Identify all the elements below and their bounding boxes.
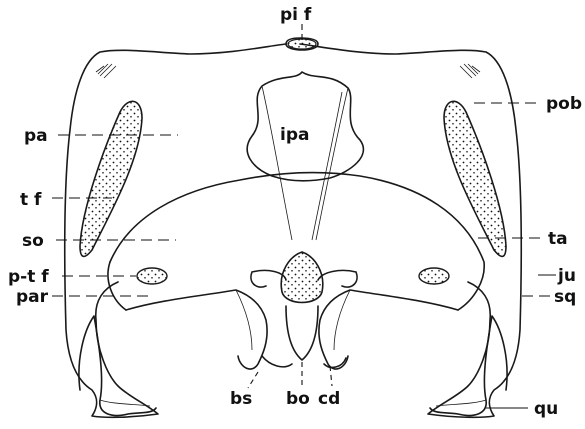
label-ipa: ipa: [280, 125, 309, 145]
quadrate-right: [430, 316, 507, 415]
label-pif: pi f: [280, 5, 312, 25]
paroccipital-left: [126, 290, 267, 369]
hatching-left: [96, 64, 116, 78]
label-cd: cd: [318, 389, 340, 409]
temporal-fossa-right: [444, 101, 506, 256]
label-par: par: [16, 287, 49, 307]
label-qu: qu: [534, 399, 558, 419]
label-bo: bo: [286, 389, 310, 409]
quadrate-left: [79, 316, 156, 415]
label-bs: bs: [230, 389, 252, 409]
label-so: so: [22, 231, 44, 251]
temporal-fossa-left: [80, 101, 142, 256]
pineal-foramen: [288, 39, 316, 49]
label-pa: pa: [24, 126, 48, 146]
hatching-right: [460, 64, 480, 78]
label-sq: sq: [554, 287, 576, 307]
paroccipital-right: [319, 290, 458, 369]
label-ta: ta: [548, 229, 568, 249]
basioccipital: [286, 306, 318, 360]
occipital-condyle: [281, 252, 323, 303]
skull-outline: [65, 44, 521, 417]
post-temporal-foramen-right: [419, 268, 449, 284]
label-tf: t f: [20, 190, 42, 210]
post-temporal-foramen-left: [137, 268, 167, 284]
label-ptf: p-t f: [8, 267, 49, 287]
label-ju: ju: [557, 266, 576, 286]
label-pob: pob: [546, 94, 582, 114]
